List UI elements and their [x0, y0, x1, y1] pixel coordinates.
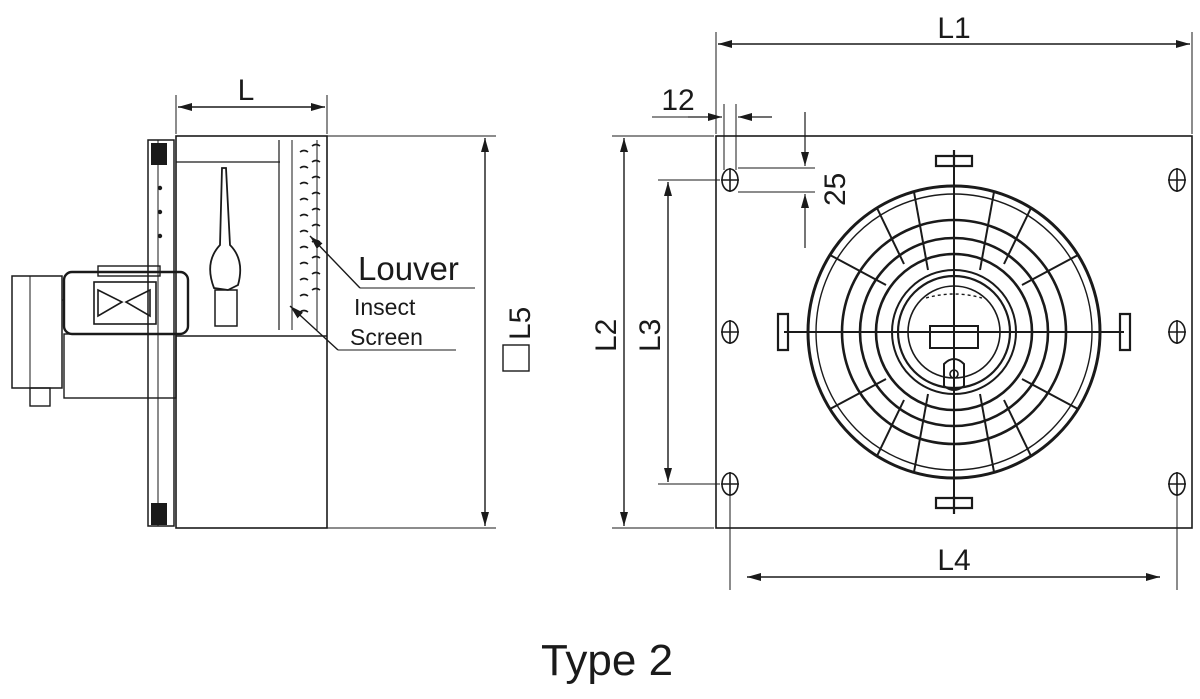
mounting-hole-icon: [1168, 168, 1186, 192]
dim-hole-vertical-label: L3: [634, 319, 667, 352]
cable-gland: [29, 387, 51, 407]
square-symbol: [502, 344, 530, 372]
dim-width-label: L1: [937, 12, 970, 45]
louver-label: Louver: [358, 250, 459, 287]
cable-outlet: [943, 358, 965, 391]
flange-bolt-top: [151, 143, 167, 165]
mounting-hole-icon: [1168, 472, 1186, 496]
housing-outline: [175, 135, 328, 529]
mounting-hole-icon: [721, 168, 739, 192]
mounting-hole-icon: [721, 472, 739, 496]
terminal-box: [11, 275, 63, 389]
dim-offset-y-label: 25: [819, 173, 852, 206]
insect-label: Insect: [354, 294, 416, 320]
dim-offset-x-label: 12: [661, 84, 694, 117]
fan-guard: [776, 150, 1132, 514]
dim-hole-horizontal-label: L4: [937, 544, 970, 577]
front-view: L1 12 25 L2 L3 L4: [590, 12, 1193, 590]
dim-square-label: L5: [504, 307, 537, 340]
front-panel: [715, 135, 1193, 529]
impeller-blade: [209, 167, 242, 291]
mounting-hole-icon: [1168, 320, 1186, 344]
motor-hub: [896, 274, 1012, 391]
mounting-hole-icon: [721, 320, 739, 344]
mounting-holes: [721, 168, 1186, 496]
rating-plate: [929, 325, 979, 349]
screen-label: Screen: [350, 324, 423, 350]
flange-bolt-bottom: [151, 503, 167, 525]
dim-height-label: L2: [590, 319, 623, 352]
dim-depth-label: L: [238, 74, 255, 107]
side-view: L L5 Louver Insect Screen: [11, 74, 537, 529]
motor: [11, 265, 190, 407]
diagram-caption: Type 2: [541, 636, 673, 685]
